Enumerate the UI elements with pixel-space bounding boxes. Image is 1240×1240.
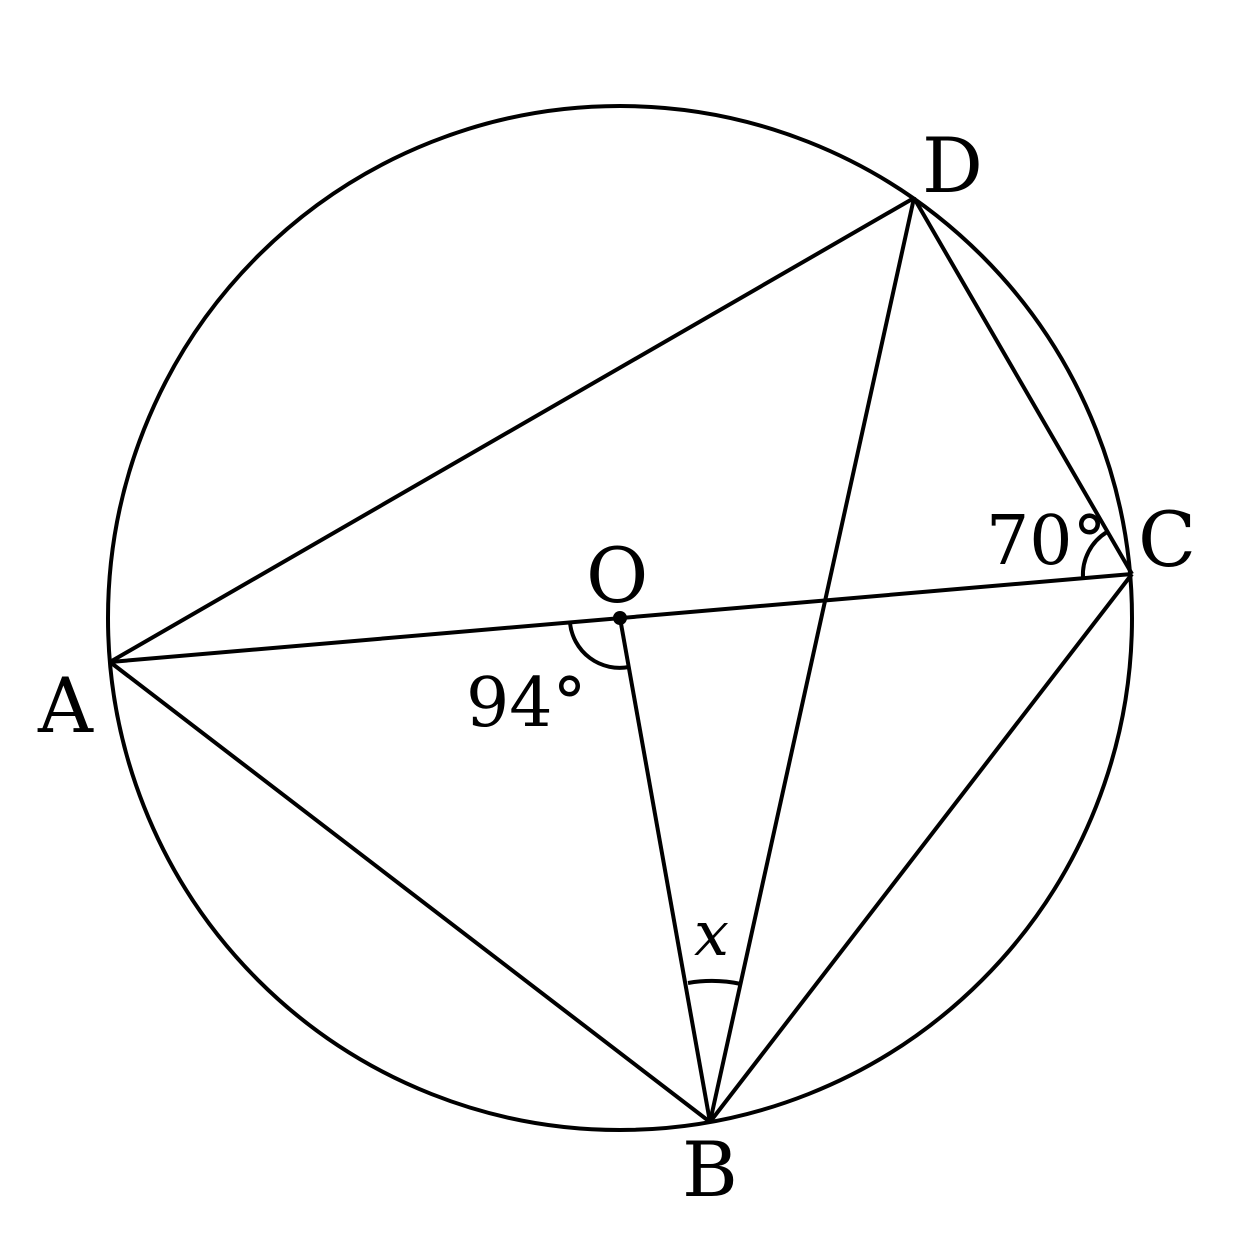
label-B: B [682, 1125, 738, 1214]
label-A: A [37, 661, 94, 750]
segment-BC [708, 572, 1134, 1124]
angle-arc-ACD [1080, 530, 1109, 579]
segment-DC [912, 196, 1134, 576]
segment-OB [618, 617, 712, 1123]
center-point-O [613, 611, 627, 625]
angle-label-94: 94° [466, 664, 587, 743]
angle-arc-x [687, 978, 742, 986]
angle-arc-AOB [568, 622, 630, 670]
label-D: D [922, 121, 983, 210]
segment-AD [109, 196, 915, 664]
segment-BD [708, 197, 916, 1123]
segment-AB [108, 660, 712, 1124]
label-C: C [1138, 495, 1196, 584]
label-O: O [586, 531, 648, 620]
circle [106, 104, 1134, 1132]
angle-label-x: x [694, 897, 729, 970]
angle-label-70: 70° [986, 502, 1107, 581]
